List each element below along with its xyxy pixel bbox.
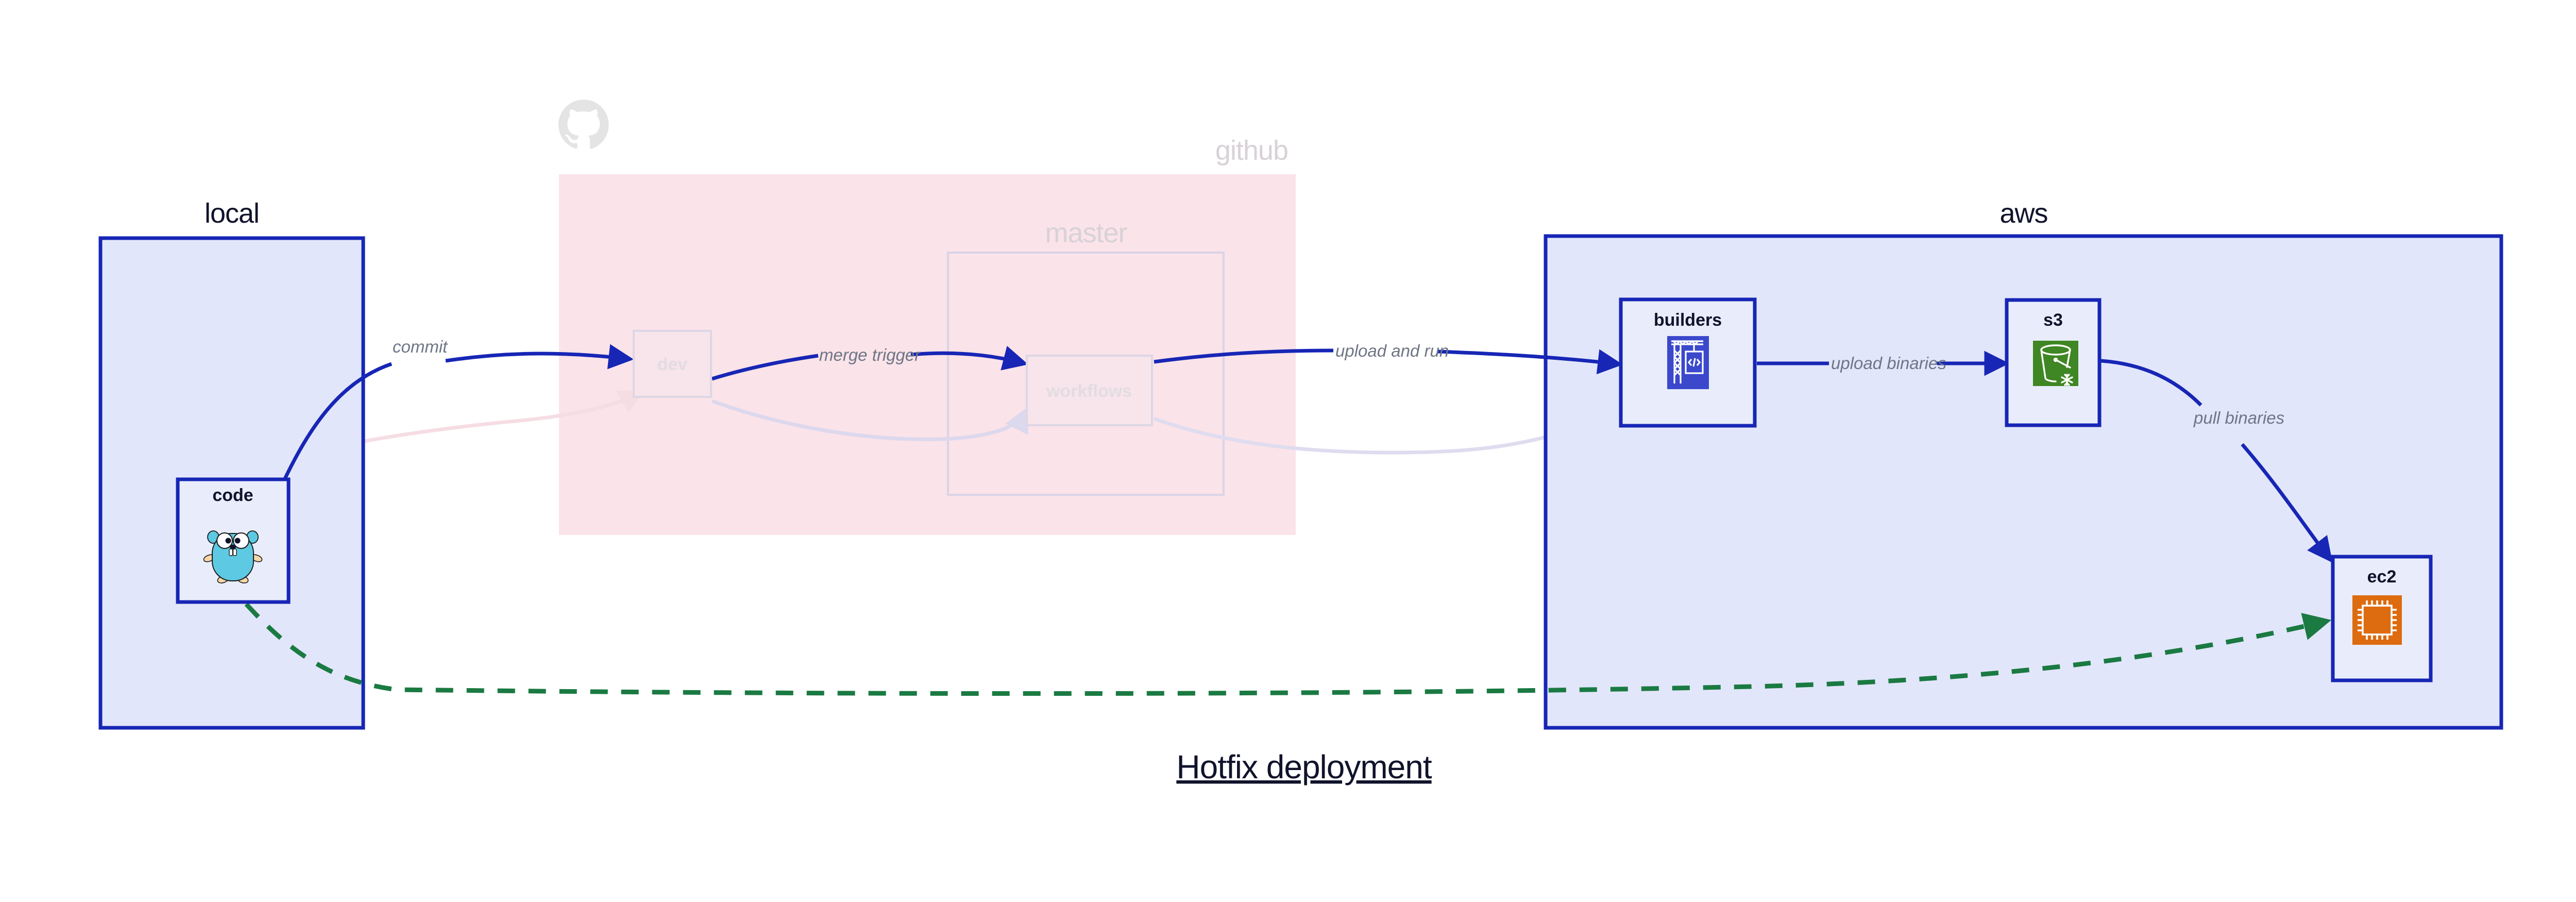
node-label-ec2: ec2 — [2367, 567, 2397, 587]
edge-label-upload-and-run: upload and run — [1335, 341, 1449, 360]
aws-codebuild-crane-icon — [1667, 336, 1709, 389]
edge-merge-trigger-segment-a — [711, 354, 819, 381]
node-label-code: code — [212, 486, 253, 505]
node-label-builders: builders — [1654, 310, 1722, 330]
edge-hotfix-direct — [244, 602, 2332, 696]
group-master: master — [947, 218, 1225, 496]
group-label-aws: aws — [1999, 198, 2047, 229]
group-label-master: master — [1045, 218, 1127, 248]
group-master-rect — [947, 252, 1225, 496]
node-dev-rect[interactable] — [633, 330, 712, 398]
github-octocat-icon — [558, 99, 609, 149]
node-s3[interactable]: s3 — [2005, 298, 2102, 427]
node-label-s3: s3 — [2043, 310, 2063, 330]
node-workflows-rect[interactable] — [1026, 355, 1153, 426]
group-label-local: local — [205, 198, 259, 229]
node-ec2[interactable]: ec2 — [2331, 555, 2433, 682]
edge-label-merge-trigger: merge trigger — [819, 345, 921, 364]
edge-pull-binaries-segment-b — [2241, 443, 2333, 563]
edge-label-pull-binaries: pull binaries — [2193, 408, 2284, 427]
edge-label-upload-binaries: upload binaries — [1831, 354, 1946, 373]
group-label-github: github — [1215, 135, 1288, 166]
page-title: Hotfix deployment — [1176, 748, 1432, 786]
edge-commit-segment-b — [445, 344, 634, 370]
group-github: github master — [558, 99, 1296, 535]
edge-upload-and-run-segment-b — [1437, 349, 1623, 375]
edge-commit-segment-a — [281, 362, 393, 483]
aws-s3-bucket-snowflake-icon — [2033, 341, 2078, 386]
node-label-dev: dev — [657, 355, 688, 374]
node-workflows[interactable]: workflows — [1026, 355, 1153, 426]
go-gopher-icon — [203, 530, 263, 583]
diagram-title-group: Hotfix deployment — [1176, 748, 1432, 786]
node-label-workflows: workflows — [1046, 381, 1132, 401]
edge-upload-and-run-segment-a — [1154, 348, 1334, 364]
group-local: local — [98, 198, 365, 730]
edge-merge-trigger-segment-b — [910, 346, 1028, 371]
edge-label-commit: commit — [393, 337, 448, 356]
faded-edge-dev-to-workflows — [711, 399, 1028, 441]
edge-pull-binaries-segment-a — [2100, 359, 2202, 407]
edges-layer: commit merge trigger upload and run uplo… — [244, 337, 2333, 696]
node-builders[interactable]: builders — [1619, 297, 1757, 428]
aws-ec2-chip-icon — [2352, 595, 2402, 645]
node-code[interactable]: code — [176, 477, 291, 604]
node-dev[interactable]: dev — [633, 330, 712, 398]
